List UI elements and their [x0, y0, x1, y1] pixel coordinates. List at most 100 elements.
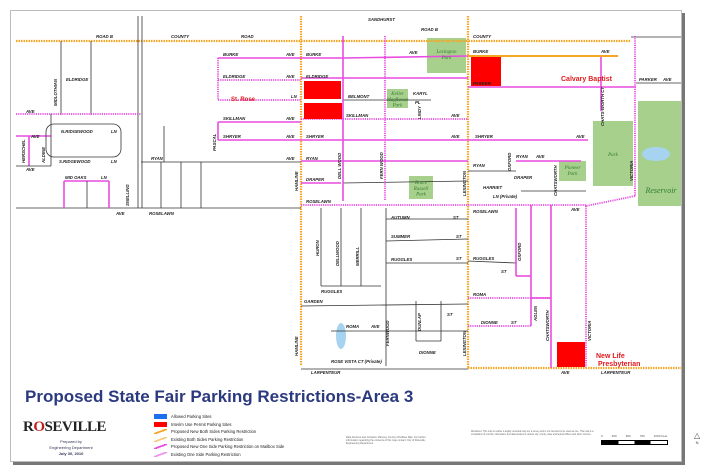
legend-label: Existing One Side Parking Restriction: [171, 451, 241, 457]
street-label: PASCAL: [212, 133, 217, 151]
park-area: [387, 89, 408, 108]
street-label: DRAPER: [306, 177, 325, 182]
legend-label: Proposed New One Side Parking Restrictio…: [171, 444, 285, 450]
pond: [336, 323, 346, 349]
road-segment: [467, 260, 517, 264]
scale-label: 250: [611, 434, 617, 438]
street-label: SHRYER: [475, 134, 494, 139]
street-label: BURKE: [223, 52, 238, 57]
street-label: RYAN: [306, 156, 319, 161]
street-label: AVE: [285, 52, 295, 57]
street-label: ROMA: [346, 324, 359, 329]
street-label: AVE: [450, 134, 460, 139]
street-label: ALDINE: [41, 147, 46, 164]
prepared-by: Prepared by Engineering Department July …: [31, 439, 111, 457]
street-label: MID OAKS: [65, 175, 87, 180]
roseville-logo: ROSEVILLE: [23, 419, 107, 436]
street-label: HERSCHEL: [21, 139, 26, 163]
legend-item: Existing One Side Parking Restriction: [154, 451, 284, 459]
legend-swatch: [154, 421, 167, 427]
street-label: BURKE: [473, 49, 488, 54]
street-label: LARPENTEUR: [311, 370, 341, 375]
street-label: ROSE VISTA CT (Private): [331, 359, 382, 364]
street-label: LINDY: [417, 105, 422, 119]
street-label: AVE: [450, 113, 460, 118]
street-label: AVE: [115, 211, 125, 216]
street-label: PARKER: [473, 81, 492, 86]
street-label: OXFORD: [507, 153, 512, 171]
disclaimer-note: Disclaimer: This map is neither a legall…: [471, 431, 594, 436]
date-label: July 30, 2010: [58, 451, 84, 456]
pond: [642, 147, 670, 161]
legend-swatch: [154, 414, 167, 420]
street-label: HAMLINE: [294, 336, 299, 356]
parking-site: [304, 103, 342, 119]
street-label: KARYL: [413, 91, 428, 96]
street-label: AVE: [600, 49, 610, 54]
parking-site: [471, 57, 501, 86]
north-label: N: [695, 440, 699, 445]
street-label: LN: [111, 159, 118, 164]
street-label: DUNLAP: [417, 313, 422, 331]
legend-label: Interim Use Permit Parking Sites: [171, 421, 232, 427]
street-label: ELDRIDGE: [306, 74, 328, 79]
street-label: RUGGLES: [473, 256, 494, 261]
department-label: Engineering Department: [49, 445, 93, 450]
street-label: AUTUMN: [390, 215, 411, 220]
scale-label: 750: [639, 434, 645, 438]
street-label: HAMLINE: [294, 171, 299, 191]
street-label: ST: [501, 269, 507, 274]
legend-label: Existing Both Sides Parking Restriction: [171, 436, 244, 442]
scale-label: 1000 Feet: [653, 434, 668, 438]
street-label: ST: [453, 215, 459, 220]
street-label: MIDLOTHIAN: [53, 78, 58, 106]
street-label: ROSELAWN: [473, 209, 499, 214]
street-label: LEXINGTON: [462, 170, 467, 196]
street-label: MERRILL: [355, 247, 360, 266]
street-label: SKILLMAN: [223, 116, 246, 121]
street-label: FERNWOOD: [385, 320, 390, 346]
street-label: AVE: [535, 154, 545, 159]
legend-item: Interim Use Permit Parking Sites: [154, 421, 284, 429]
street-label: CHATSWORTH: [545, 309, 550, 341]
street-label: COUNTY: [473, 34, 492, 39]
street-label: AVE: [408, 50, 418, 55]
legend-swatch: [154, 444, 167, 450]
park-area: [593, 121, 633, 186]
street-label: GARDEN: [304, 299, 324, 304]
road-segment: [300, 303, 469, 307]
street-label: LN (Private): [493, 194, 518, 199]
road-segment: [342, 55, 469, 59]
street-label: SNELLING: [125, 184, 130, 206]
street-label: SUMMER: [391, 234, 411, 239]
street-label: RUGGLES: [321, 289, 342, 294]
parking-site: [304, 81, 341, 99]
street-label: ST: [456, 256, 462, 261]
street-label: OXFORD: [517, 243, 522, 261]
legend-item: Existing Both Sides Parking Restriction: [154, 436, 284, 444]
street-label: RUGGLES: [391, 257, 412, 262]
street-label: AVE: [285, 156, 295, 161]
street-label: SKILLMAN: [346, 113, 369, 118]
street-label: DIONNE: [481, 320, 498, 325]
street-label: AVE: [370, 324, 380, 329]
street-label: ELDRIDGE: [223, 74, 245, 79]
street-label: AVE: [560, 370, 570, 375]
street-label: AVE: [285, 134, 295, 139]
street-label: AVE: [570, 207, 580, 212]
street-label: ROSELAWN: [149, 211, 175, 216]
street-label: DELL WOOD: [337, 153, 342, 179]
site-label: St. Rose: [231, 97, 256, 103]
legend-item: Proposed New One Side Parking Restrictio…: [154, 443, 284, 451]
street-label: DRAPER: [514, 175, 533, 180]
street-label: AGLEN: [533, 305, 538, 322]
street-label: RYAN: [473, 163, 486, 168]
street-label: ROMA: [473, 292, 486, 297]
scale-label: 0: [601, 434, 603, 438]
